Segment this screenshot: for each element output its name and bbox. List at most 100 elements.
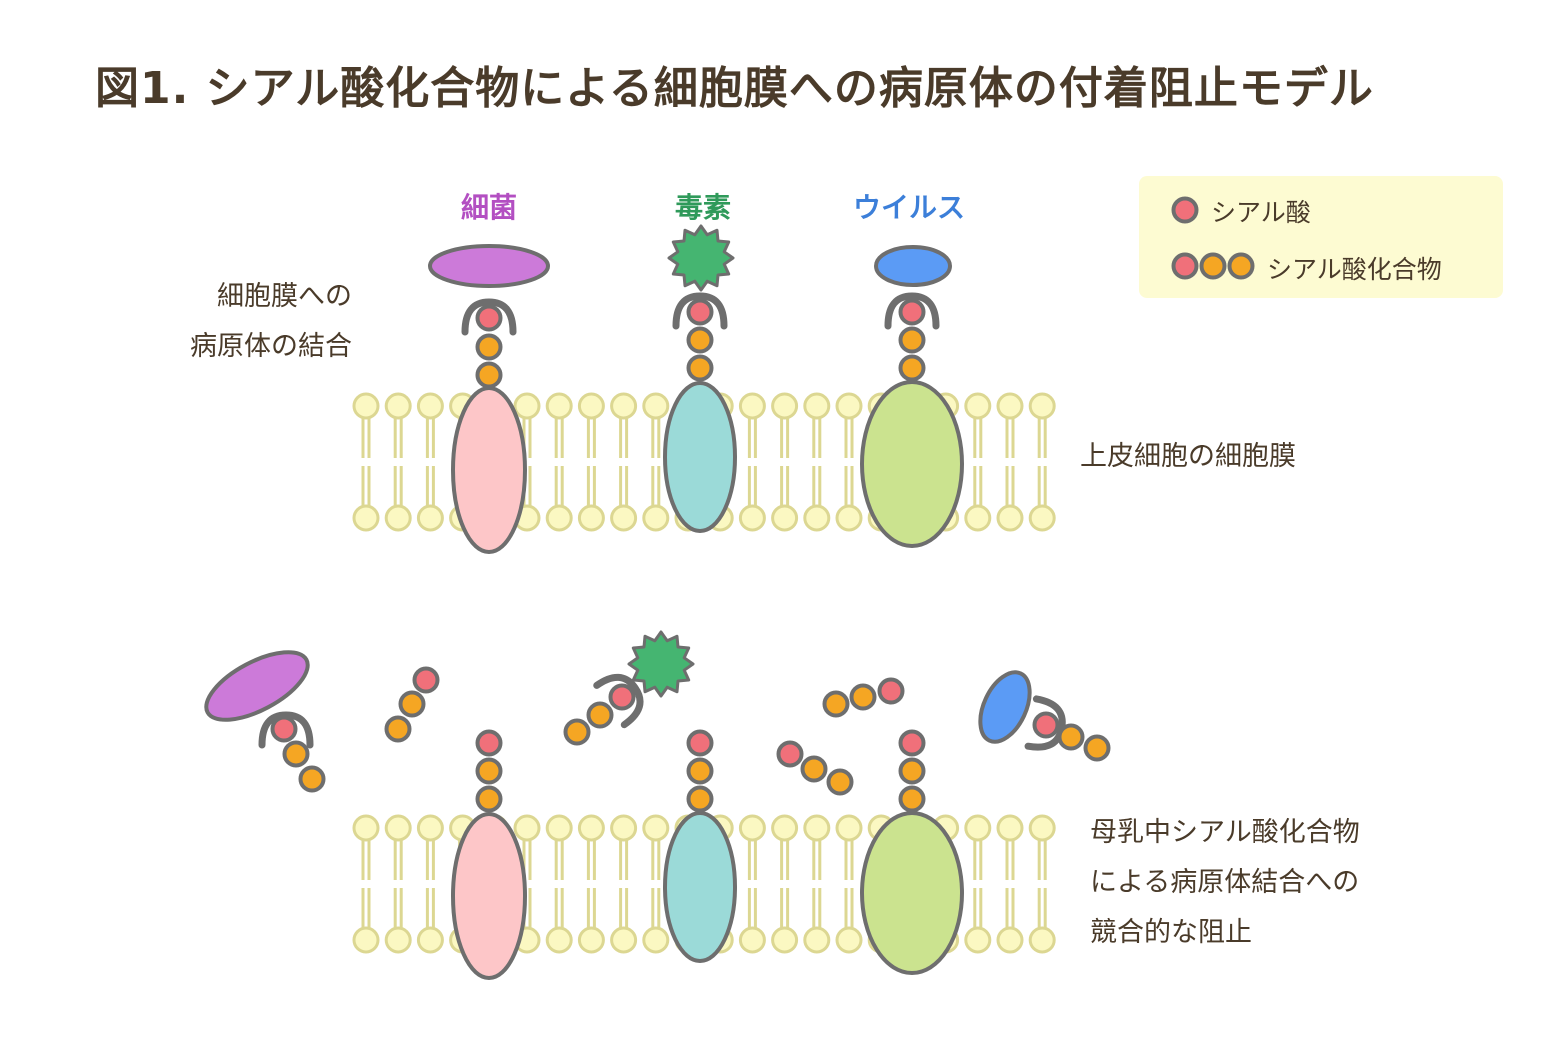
lipid-head <box>803 926 831 954</box>
binding-site <box>672 292 728 330</box>
lipid-head <box>384 814 412 842</box>
free-compound-6-sugar <box>1057 723 1085 751</box>
toxin-hook-bound <box>593 673 644 729</box>
binding-caption-line2: 病原体の結合 <box>190 331 352 362</box>
free-compound-5-sugar <box>826 768 854 796</box>
bacteria-hook-top <box>461 298 517 336</box>
lipid-head <box>738 814 766 842</box>
legend-compound-sugar-icon <box>1227 252 1255 280</box>
virus-hook-top <box>884 292 940 330</box>
membrane-bottom-lipid <box>610 814 638 954</box>
bacteria-icon <box>428 244 550 288</box>
lipid-head <box>771 392 799 420</box>
membrane-top-lipid <box>545 392 573 532</box>
label-bacteria: 細菌 <box>460 191 517 224</box>
membrane-bottom-lipid <box>771 814 799 954</box>
free-compound-2-sugar <box>384 715 412 743</box>
label-toxin: 毒素 <box>674 191 731 224</box>
receptor-chain-1-sugar <box>475 361 503 389</box>
lipid-head <box>513 814 541 842</box>
legend: シアル酸 シアル酸化合物 <box>1139 176 1503 298</box>
lipid-head <box>738 926 766 954</box>
membrane-top-lipid <box>803 392 831 532</box>
membrane-top-lipid <box>996 392 1024 532</box>
lipid-head <box>513 392 541 420</box>
lipid-head <box>416 392 444 420</box>
lipid-head <box>384 926 412 954</box>
membrane-top-lipid <box>416 392 444 532</box>
binding-site <box>884 292 940 330</box>
lipid-head <box>610 392 638 420</box>
free-compound-6-sialic-acid <box>1032 711 1060 739</box>
receptor-green-top <box>860 380 964 548</box>
lipid-head <box>803 814 831 842</box>
lipid-head <box>738 504 766 532</box>
inhibition-caption-line2: による病原体結合への <box>1090 867 1360 898</box>
free-compound-2-sugar <box>398 690 426 718</box>
membrane-caption: 上皮細胞の細胞膜 <box>1080 441 1296 472</box>
inhibition-caption: 母乳中シアル酸化合物 による病原体結合への 競合的な阻止 <box>1090 808 1360 958</box>
membrane-top-lipid <box>835 392 863 532</box>
free-compound-1-sugar <box>282 740 310 768</box>
receptor-chain-1-sialic-acid <box>475 304 503 332</box>
membrane-bottom-lipid <box>384 814 412 954</box>
label-virus: ウイルス <box>852 191 965 224</box>
lipid-head <box>803 504 831 532</box>
membrane-top-lipid <box>771 392 799 532</box>
receptor-chain-6-sialic-acid <box>898 729 926 757</box>
membrane-top-lipid <box>964 392 992 532</box>
lipid-head <box>577 814 605 842</box>
receptor-chain-5-sialic-acid <box>686 729 714 757</box>
free-compound-6-sugar <box>1083 734 1111 762</box>
free-compound-4-sugar <box>822 690 850 718</box>
receptor-teal-top <box>663 381 737 533</box>
lipid-head <box>771 814 799 842</box>
receptor-chain-2-sugar <box>686 326 714 354</box>
inhibition-caption-line3: 競合的な阻止 <box>1090 917 1252 948</box>
membrane-top-lipid <box>577 392 605 532</box>
free-compound-4-sialic-acid <box>877 677 905 705</box>
legend-sialic-compound-label: シアル酸化合物 <box>1267 255 1442 284</box>
membrane-bottom-lipid <box>738 814 766 954</box>
membrane-top-lipid <box>352 392 380 532</box>
lipid-head <box>352 814 380 842</box>
lipid-head <box>545 926 573 954</box>
toxin-icon <box>667 224 735 292</box>
free-compound-3-sugar <box>563 718 591 746</box>
lipid-head <box>577 392 605 420</box>
toxin-icon-bound <box>627 630 695 698</box>
membrane-bottom-lipid <box>352 814 380 954</box>
lipid-head <box>964 504 992 532</box>
lipid-head <box>384 392 412 420</box>
lipid-head <box>545 392 573 420</box>
receptor-chain-6-sugar <box>898 785 926 813</box>
lipid-head <box>1028 926 1056 954</box>
receptor-green-bottom <box>860 811 964 975</box>
lipid-head <box>610 504 638 532</box>
membrane-bottom-lipid <box>803 814 831 954</box>
membrane-bottom-lipid <box>996 814 1024 954</box>
lipid-head <box>577 926 605 954</box>
lipid-head <box>1028 504 1056 532</box>
lipid-head <box>835 814 863 842</box>
free-compound-3-sugar <box>586 701 614 729</box>
lipid-head <box>964 926 992 954</box>
bacteria-hook-bound <box>258 711 314 749</box>
membrane-top-lipid <box>610 392 638 532</box>
membrane-bottom-lipid <box>835 814 863 954</box>
membrane-top-lipid <box>384 392 412 532</box>
receptor-chain-3-sugar <box>898 326 926 354</box>
lipid-head <box>835 926 863 954</box>
receptor-chain-4-sugar <box>475 757 503 785</box>
lipid-head <box>352 392 380 420</box>
free-compound-5-sialic-acid <box>776 740 804 768</box>
free-compound-4-sugar <box>849 683 877 711</box>
membrane-top-lipid <box>642 392 670 532</box>
legend-compound-sialic-icon <box>1171 252 1199 280</box>
lipid-head <box>416 926 444 954</box>
virus-icon <box>874 245 952 287</box>
lipid-head <box>1028 814 1056 842</box>
inhibition-caption-line1: 母乳中シアル酸化合物 <box>1090 817 1360 848</box>
binding-site <box>258 711 314 749</box>
